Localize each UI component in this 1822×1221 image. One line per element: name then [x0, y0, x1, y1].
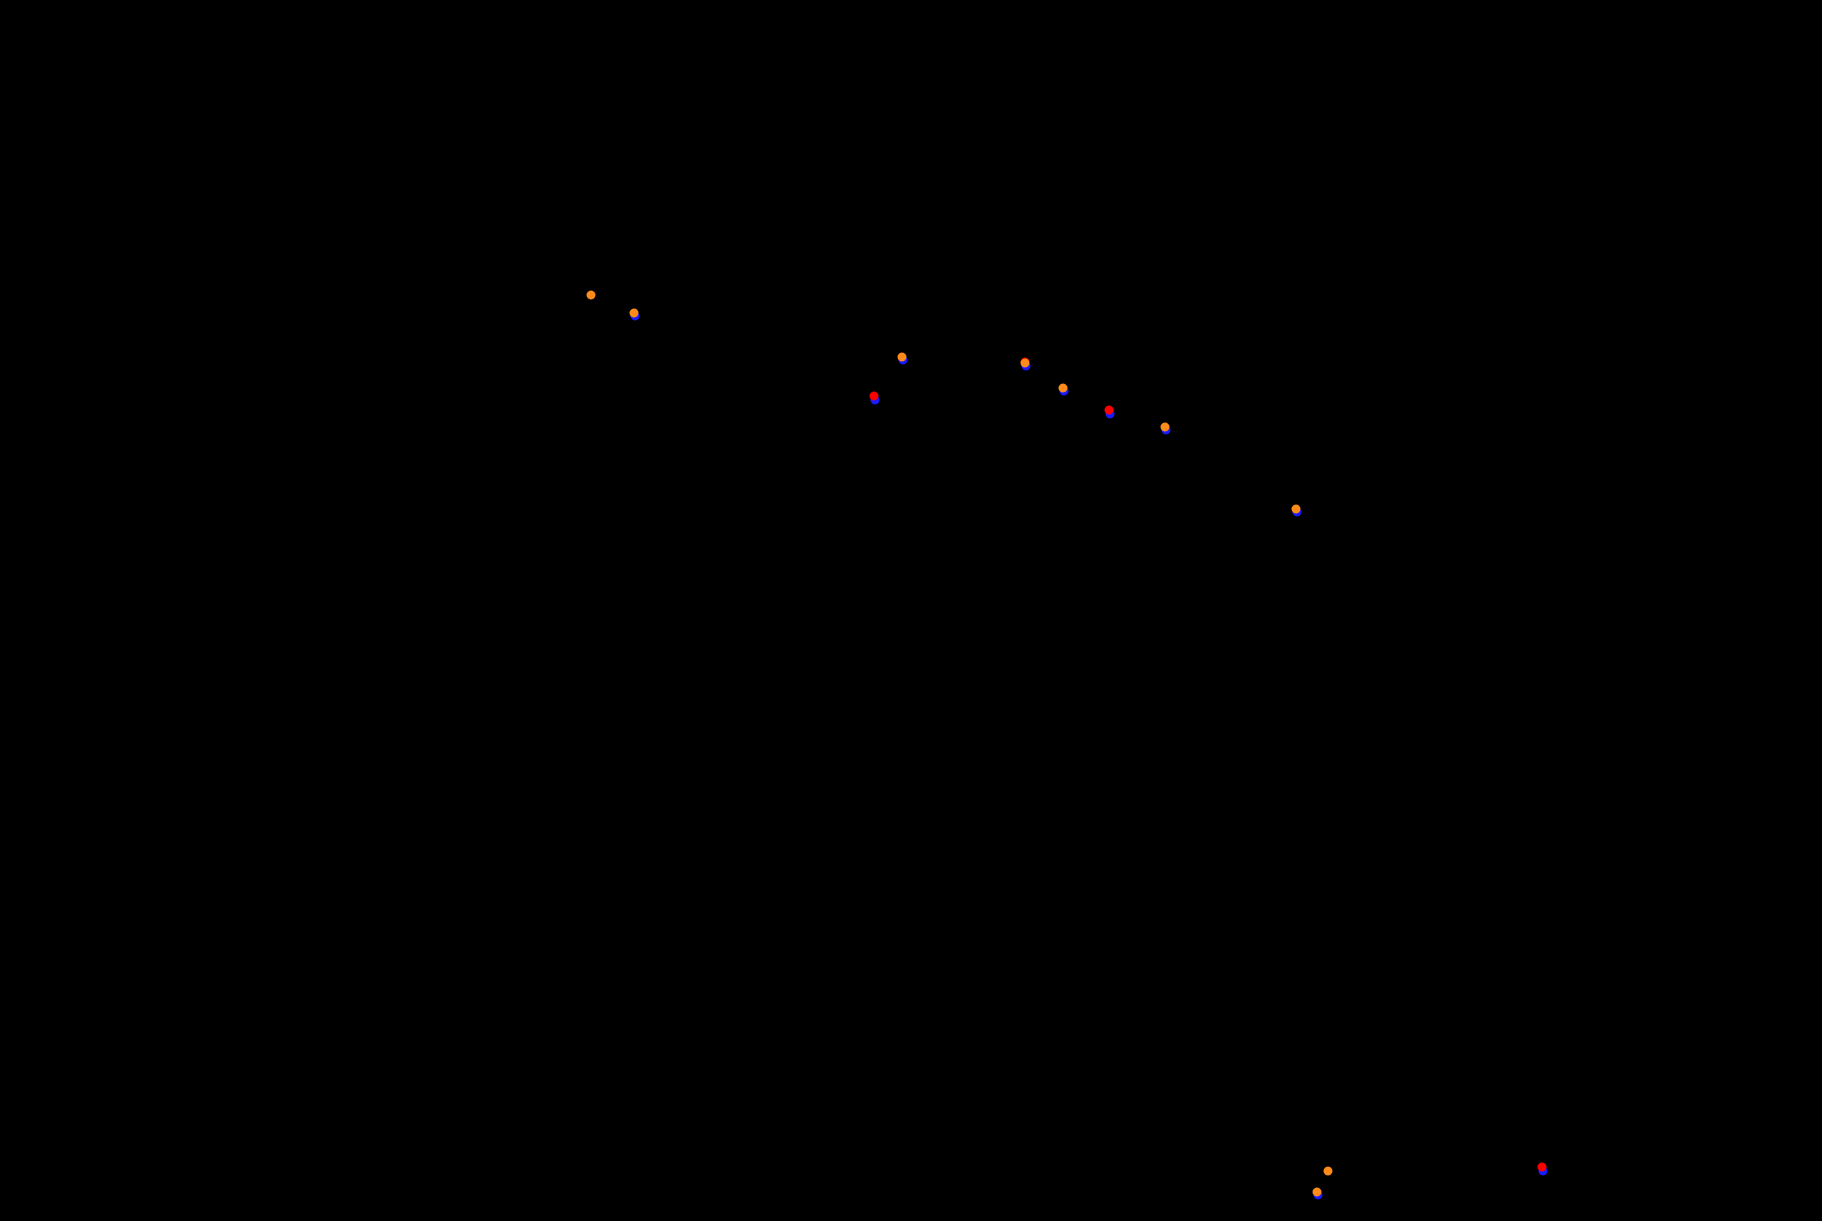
- orange-dot-icon: [1312, 1187, 1322, 1197]
- red-dot-icon: [1537, 1162, 1547, 1172]
- orange-dot-icon: [629, 308, 639, 318]
- orange-dot-icon: [1323, 1166, 1333, 1176]
- red-dot-icon: [869, 391, 879, 401]
- orange-dot-icon: [1058, 383, 1068, 393]
- orange-dot-icon: [1160, 422, 1170, 432]
- orange-dot-icon: [897, 352, 907, 362]
- orange-dot-icon: [1291, 504, 1301, 514]
- red-dot-icon: [1104, 405, 1114, 415]
- orange-dot-icon: [1020, 358, 1030, 368]
- orange-dot-icon: [586, 290, 596, 300]
